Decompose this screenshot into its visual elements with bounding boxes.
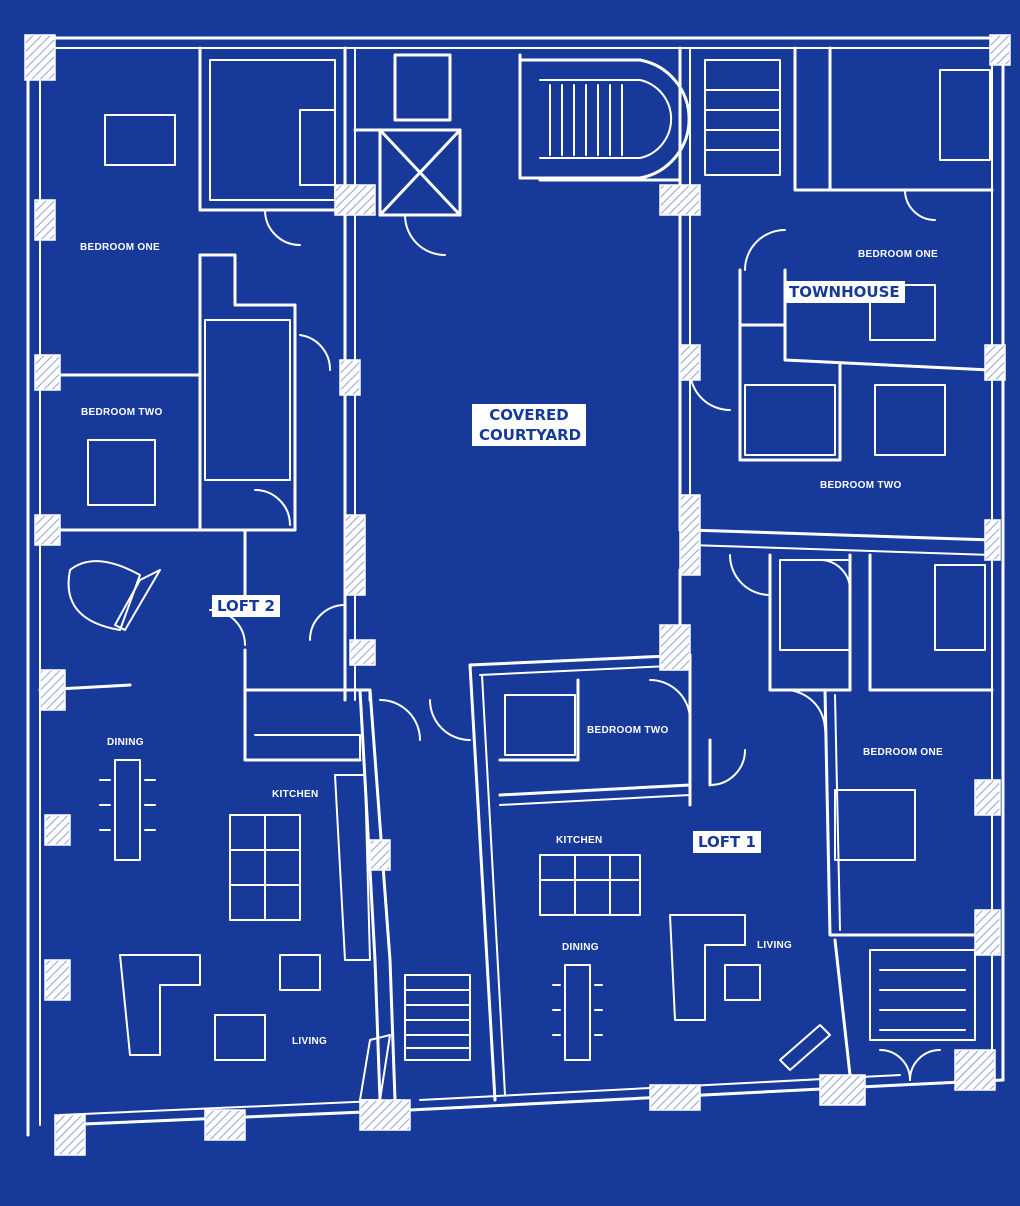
townhouse-walls [688, 46, 994, 556]
loft1-bedroom-one-label: BEDROOM ONE [863, 747, 943, 758]
loft2-dining-label: DINING [107, 737, 144, 748]
loft-1-label: LOFT 1 [693, 831, 761, 853]
outer-walls [26, 36, 1007, 1137]
loft2-kitchen-label: KITCHEN [272, 789, 319, 800]
core-walls [353, 46, 691, 662]
loft2-living-label: LIVING [292, 1036, 328, 1047]
beds [87, 114, 946, 861]
door-swings [209, 189, 941, 1081]
stairs [404, 59, 976, 1061]
loft1-dining-label: DINING [562, 942, 599, 953]
loft-2-label: LOFT 2 [212, 595, 280, 617]
loft1-walls [468, 553, 994, 1102]
kitchen-units [229, 734, 641, 961]
loft1-bedroom-two-label: BEDROOM TWO [587, 725, 669, 736]
loft1-living-label: LIVING [757, 940, 793, 951]
townhouse-label: TOWNHOUSE [784, 281, 905, 303]
loft2-bedroom-two-label: BEDROOM TWO [81, 407, 163, 418]
covered-courtyard-line1: COVERED [489, 406, 569, 424]
dining-tables [99, 759, 603, 1061]
covered-courtyard-line2: COURTYARD [479, 426, 582, 444]
loft2-bedroom-one-label: BEDROOM ONE [80, 242, 160, 253]
structural-columns [24, 34, 1011, 1156]
townhouse-bedroom-one-label: BEDROOM ONE [858, 249, 938, 260]
covered-courtyard-label: COVERED COURTYARD [472, 404, 586, 446]
townhouse-bedroom-two-label: BEDROOM TWO [820, 480, 902, 491]
loft1-kitchen-label: KITCHEN [556, 835, 603, 846]
